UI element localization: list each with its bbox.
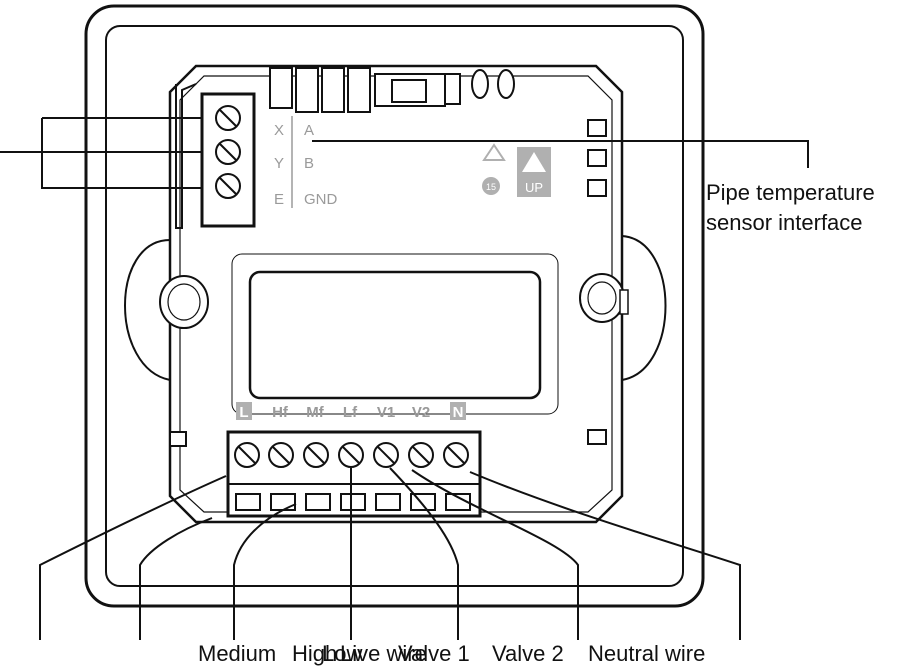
terminal-label-hf: Hf	[272, 404, 289, 421]
device-body-inner	[179, 75, 613, 513]
left-wires	[0, 117, 202, 189]
top-label-e: E	[274, 191, 284, 208]
left-bracket	[175, 83, 197, 229]
top-connectors	[269, 67, 515, 113]
bottom-terminal-labels: L Hf Mf Lf V1 V2 N	[236, 402, 466, 421]
top-label-x: X	[274, 122, 284, 139]
clock-icon	[482, 177, 500, 195]
up-arrow-icon	[522, 152, 546, 172]
top-label-a: A	[304, 122, 314, 139]
terminal-label-n: N	[453, 404, 464, 421]
terminal-label-l: L	[239, 404, 248, 421]
top-label-y: Y	[274, 155, 284, 172]
top-terminal-block	[200, 92, 256, 228]
right-clips	[169, 119, 607, 447]
clock-icon-text: 15	[486, 182, 496, 192]
left-mount	[124, 239, 171, 381]
terminal-label-v1: V1	[377, 404, 395, 421]
terminal-label-mf: Mf	[306, 404, 324, 421]
right-screw-hole	[579, 273, 625, 323]
up-badge-text: UP	[525, 180, 543, 195]
bottom-leader-lines	[39, 467, 741, 640]
right-mount	[621, 235, 667, 381]
pipe-sensor-pointer	[312, 140, 809, 168]
left-screw-hole	[159, 275, 209, 329]
terminal-label-v2: V2	[412, 404, 430, 421]
bottom-terminal-block	[226, 430, 482, 518]
warning-icon	[482, 143, 506, 161]
top-label-gnd: GND	[304, 191, 338, 208]
top-label-b: B	[304, 155, 314, 172]
terminal-label-lf: Lf	[343, 404, 358, 421]
display-window	[248, 270, 542, 400]
